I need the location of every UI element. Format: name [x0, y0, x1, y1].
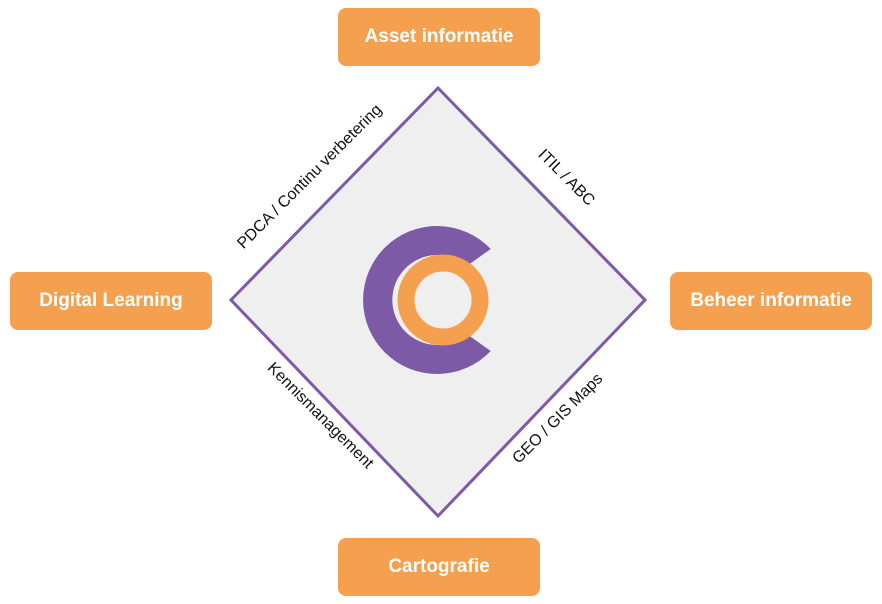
node-asset-informatie: Asset informatie: [338, 8, 540, 66]
c-logo-icon: [363, 226, 491, 375]
node-digital-learning: Digital Learning: [10, 272, 212, 330]
node-beheer-informatie: Beheer informatie: [670, 272, 872, 330]
diamond-shape: [228, 85, 648, 519]
node-cartografie: Cartografie: [338, 538, 540, 596]
